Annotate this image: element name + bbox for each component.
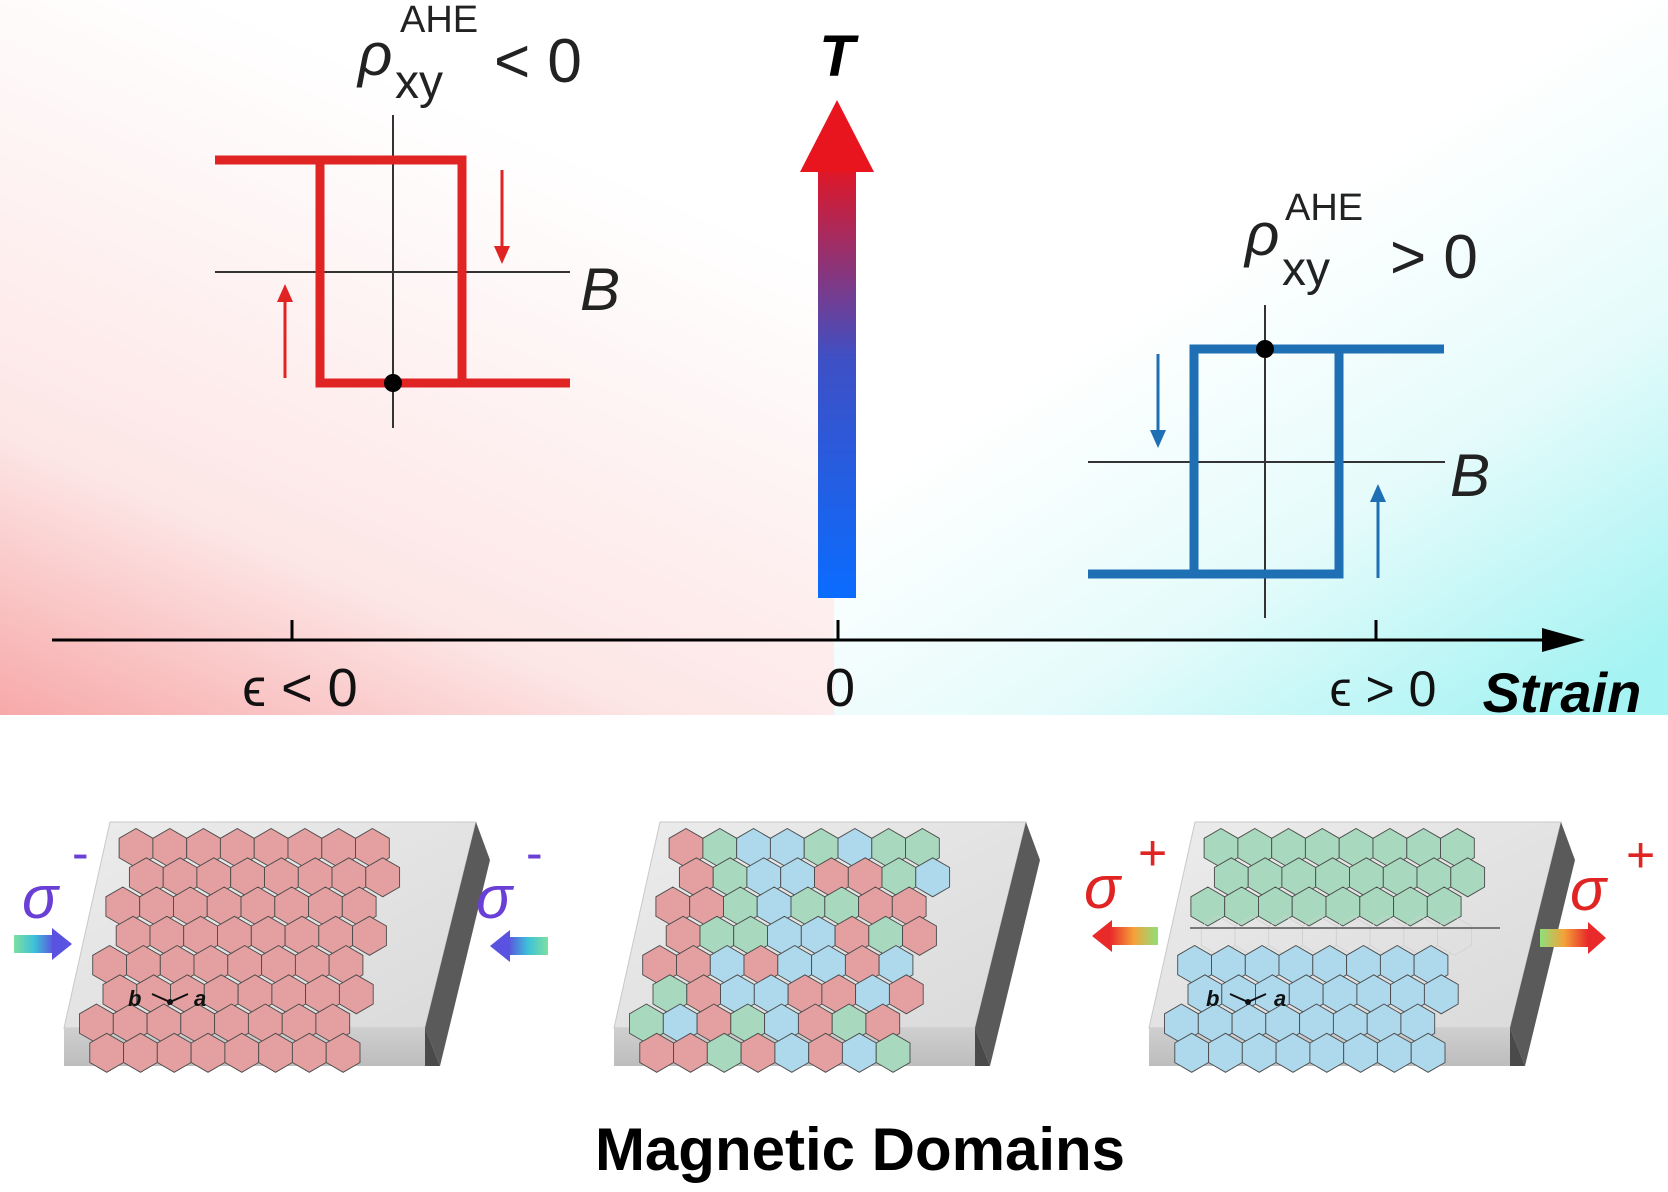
rho-symbol: ρ — [356, 21, 392, 88]
temperature-axis-label: T — [819, 24, 859, 89]
rho-subscript: xy — [1282, 243, 1330, 296]
rho-relation: > 0 — [1390, 223, 1478, 292]
slab-tensile — [1148, 821, 1575, 1073]
stress-label-left-tensile: σ + — [1084, 825, 1167, 921]
slab-side-face — [425, 822, 490, 1066]
hysteresis-loop-negative — [215, 115, 570, 428]
rho-superscript: AHE — [400, 0, 478, 41]
domain-cell — [875, 1032, 911, 1073]
rho-symbol: ρ — [1243, 201, 1279, 268]
stress-label-left-compressive: σ - — [22, 825, 89, 931]
strain-tick-negative: ϵ < 0 — [242, 658, 357, 718]
slab-side-face — [975, 822, 1040, 1066]
strain-axis-label: Strain — [1483, 661, 1642, 724]
loop-positive-rho-label: ρ AHE xy > 0 — [1243, 187, 1478, 296]
strain-tick-positive: ϵ > 0 — [1330, 661, 1437, 717]
domain-cell — [365, 857, 401, 898]
temperature-arrow — [800, 100, 874, 598]
hysteresis-loop-positive — [1088, 305, 1445, 618]
strain-tick-zero: 0 — [825, 658, 855, 718]
stress-arrow-right-tensile — [1540, 922, 1606, 954]
domain-cell — [1423, 974, 1459, 1015]
stress-arrow-right-compressive — [490, 930, 548, 962]
stress-label-right-tensile: σ + — [1570, 827, 1655, 923]
domain-cell — [338, 974, 374, 1015]
sigma-symbol: σ — [22, 864, 61, 931]
loop-positive-dot — [1256, 340, 1274, 358]
domain-cell — [1410, 1032, 1446, 1073]
lattice-vectors-compressive: b a — [128, 986, 206, 1011]
sigma-symbol: σ — [1570, 856, 1609, 923]
slab-side-edge — [425, 1028, 440, 1066]
domain-cell — [915, 857, 951, 898]
lattice-vector-b-label: b — [1206, 986, 1219, 1011]
rho-relation: < 0 — [494, 27, 582, 96]
sigma-sign: + — [1626, 827, 1655, 883]
domain-wall-cell — [1437, 915, 1472, 956]
domain-cell — [888, 974, 924, 1015]
loop-negative-field-label: B — [580, 256, 620, 323]
sigma-sign: + — [1138, 825, 1167, 881]
lattice-vector-b-label: b — [128, 986, 141, 1011]
stress-arrow-left-compressive — [14, 928, 72, 960]
sigma-symbol: σ — [476, 864, 515, 931]
sigma-symbol: σ — [1084, 854, 1123, 921]
loop-negative-rho-label: ρ AHE xy < 0 — [356, 0, 582, 109]
loop-negative-dot — [384, 374, 402, 392]
stress-label-right-compressive: σ - — [476, 825, 543, 931]
sigma-sign: - — [526, 825, 543, 881]
slab-unstrained — [613, 821, 1040, 1073]
rho-subscript: xy — [395, 56, 443, 109]
domain-cell — [902, 915, 937, 956]
lattice-vector-a-label: a — [194, 986, 206, 1011]
lower-panel-title: Magnetic Domains — [595, 1116, 1125, 1183]
rho-superscript: AHE — [1285, 187, 1363, 229]
slab-side-edge — [1510, 1028, 1525, 1066]
lattice-vectors-tensile: b a — [1206, 986, 1286, 1011]
slab-side-edge — [975, 1028, 990, 1066]
domain-cell — [1450, 857, 1486, 898]
slab-compressive — [63, 821, 490, 1073]
domain-cell — [325, 1032, 361, 1073]
stress-arrow-left-tensile — [1092, 920, 1158, 952]
loop-positive-field-label: B — [1450, 442, 1490, 509]
domain-cell — [352, 915, 387, 956]
sigma-sign: - — [72, 825, 89, 881]
domain-cell — [1426, 886, 1462, 927]
lattice-vector-a-label: a — [1274, 986, 1286, 1011]
strain-axis — [52, 620, 1585, 652]
